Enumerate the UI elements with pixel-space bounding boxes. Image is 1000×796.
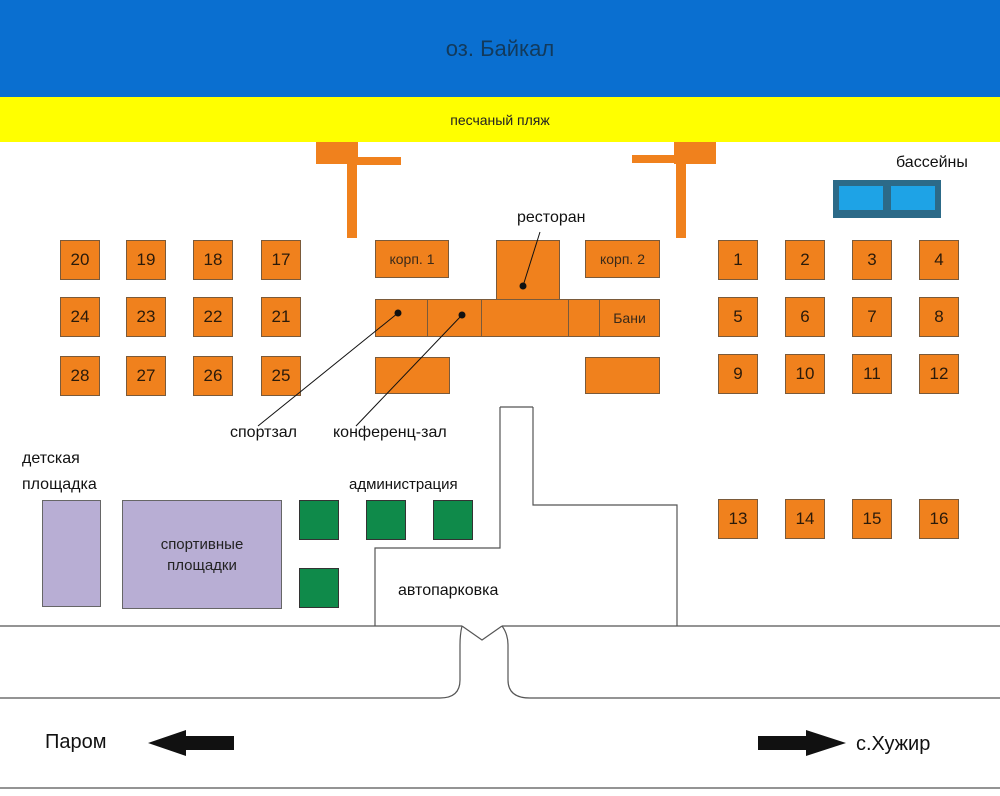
playground	[42, 500, 101, 607]
sports-grounds: спортивные площадки	[122, 500, 282, 609]
cabin-5: 5	[718, 297, 758, 337]
sports-grounds-label: спортивные площадки	[160, 535, 244, 574]
cabin-21: 21	[261, 297, 301, 337]
pier-right-post	[676, 142, 686, 238]
cabin-15: 15	[852, 499, 892, 539]
sandy-beach: песчаный пляж	[0, 97, 1000, 142]
cabin-24: 24	[60, 297, 100, 337]
pools-label: бассейны	[896, 154, 968, 171]
cabin-3: 3	[852, 240, 892, 280]
banya-building: Бани	[599, 299, 660, 337]
cabin-23: 23	[126, 297, 166, 337]
administration-building-3	[433, 500, 473, 540]
khuzhir-label: с.Хужир	[856, 733, 931, 755]
cabin-13: 13	[718, 499, 758, 539]
lake-label: оз. Байкал	[445, 35, 555, 61]
central-connector	[568, 299, 600, 337]
lake-baikal: оз. Байкал	[0, 0, 1000, 97]
cabin-26: 26	[193, 356, 233, 396]
cabin-27: 27	[126, 356, 166, 396]
cabin-16: 16	[919, 499, 959, 539]
restaurant-label: ресторан	[517, 209, 586, 226]
cabin-2: 2	[785, 240, 825, 280]
administration-building-2	[366, 500, 406, 540]
arrow-right-icon	[758, 730, 846, 756]
cabin-20: 20	[60, 240, 100, 280]
korp-1-label: корп. 1	[389, 251, 435, 267]
cabin-10: 10	[785, 354, 825, 394]
restaurant-hall	[481, 299, 569, 337]
conference-hall-label: конференц-зал	[333, 424, 447, 441]
administration-building-4	[299, 568, 339, 608]
gym-building	[375, 299, 428, 337]
arrow-left-icon	[148, 730, 234, 756]
cabin-22: 22	[193, 297, 233, 337]
administration-building-1	[299, 500, 339, 540]
cabin-7: 7	[852, 297, 892, 337]
building-right-lower	[585, 357, 660, 394]
cabin-17: 17	[261, 240, 301, 280]
building-left-lower	[375, 357, 450, 394]
pool-2	[888, 183, 938, 213]
banya-label: Бани	[613, 310, 646, 326]
building-korp-1: корп. 1	[375, 240, 449, 278]
gym-label: спортзал	[230, 424, 298, 441]
pier-left-arm	[357, 157, 401, 165]
cabin-14: 14	[785, 499, 825, 539]
cabin-18: 18	[193, 240, 233, 280]
conference-hall-building	[427, 299, 482, 337]
korp-2-label: корп. 2	[599, 251, 645, 267]
parking-label: автопарковка	[398, 582, 499, 599]
pier-right-arm	[632, 155, 678, 163]
cabin-9: 9	[718, 354, 758, 394]
building-korp-2: корп. 2	[585, 240, 660, 278]
cabin-19: 19	[126, 240, 166, 280]
cabin-1: 1	[718, 240, 758, 280]
cabin-4: 4	[919, 240, 959, 280]
cabin-12: 12	[919, 354, 959, 394]
cabin-25: 25	[261, 356, 301, 396]
cabin-11: 11	[852, 354, 892, 394]
beach-label: песчаный пляж	[450, 111, 550, 128]
pier-left-post	[347, 142, 357, 238]
administration-label: администрация	[349, 476, 458, 493]
cabin-6: 6	[785, 297, 825, 337]
ferry-label: Паром	[45, 731, 107, 753]
playground-label: детская площадка	[22, 450, 97, 493]
pool-1	[836, 183, 886, 213]
cabin-8: 8	[919, 297, 959, 337]
cabin-28: 28	[60, 356, 100, 396]
